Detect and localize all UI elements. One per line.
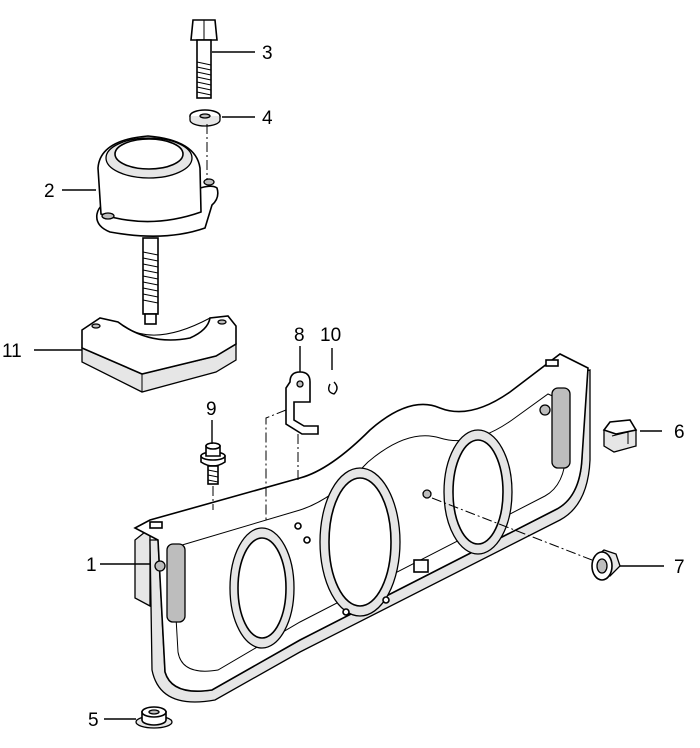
callout-4: 4 [262,108,273,129]
flange-nut-part-5 [135,706,173,729]
callout-6: 6 [674,422,685,443]
callout-7: 7 [674,557,685,578]
callout-2: 2 [44,181,55,202]
callout-3: 3 [262,43,273,64]
clip-part-10 [327,381,338,395]
callout-9: 9 [206,399,217,420]
callout-8: 8 [294,325,305,346]
flange-nut-part-7 [431,497,621,581]
callout-labels: 1 2 3 4 5 6 7 8 9 10 11 [2,43,685,731]
callout-1: 1 [86,555,97,576]
callout-10: 10 [320,325,341,346]
leader-lines [34,51,664,720]
screw-part-9 [200,442,226,510]
callout-11: 11 [2,341,22,362]
clip-nut-part-6 [602,419,638,453]
bolt-part-3 [190,19,218,99]
engine-mount-part-2 [95,135,219,325]
callout-5: 5 [88,710,99,731]
washer-part-4 [189,109,221,127]
bracket-plate-part-1 [133,353,591,703]
cradle-part-11 [81,315,237,393]
small-bracket-part-8 [265,371,319,520]
